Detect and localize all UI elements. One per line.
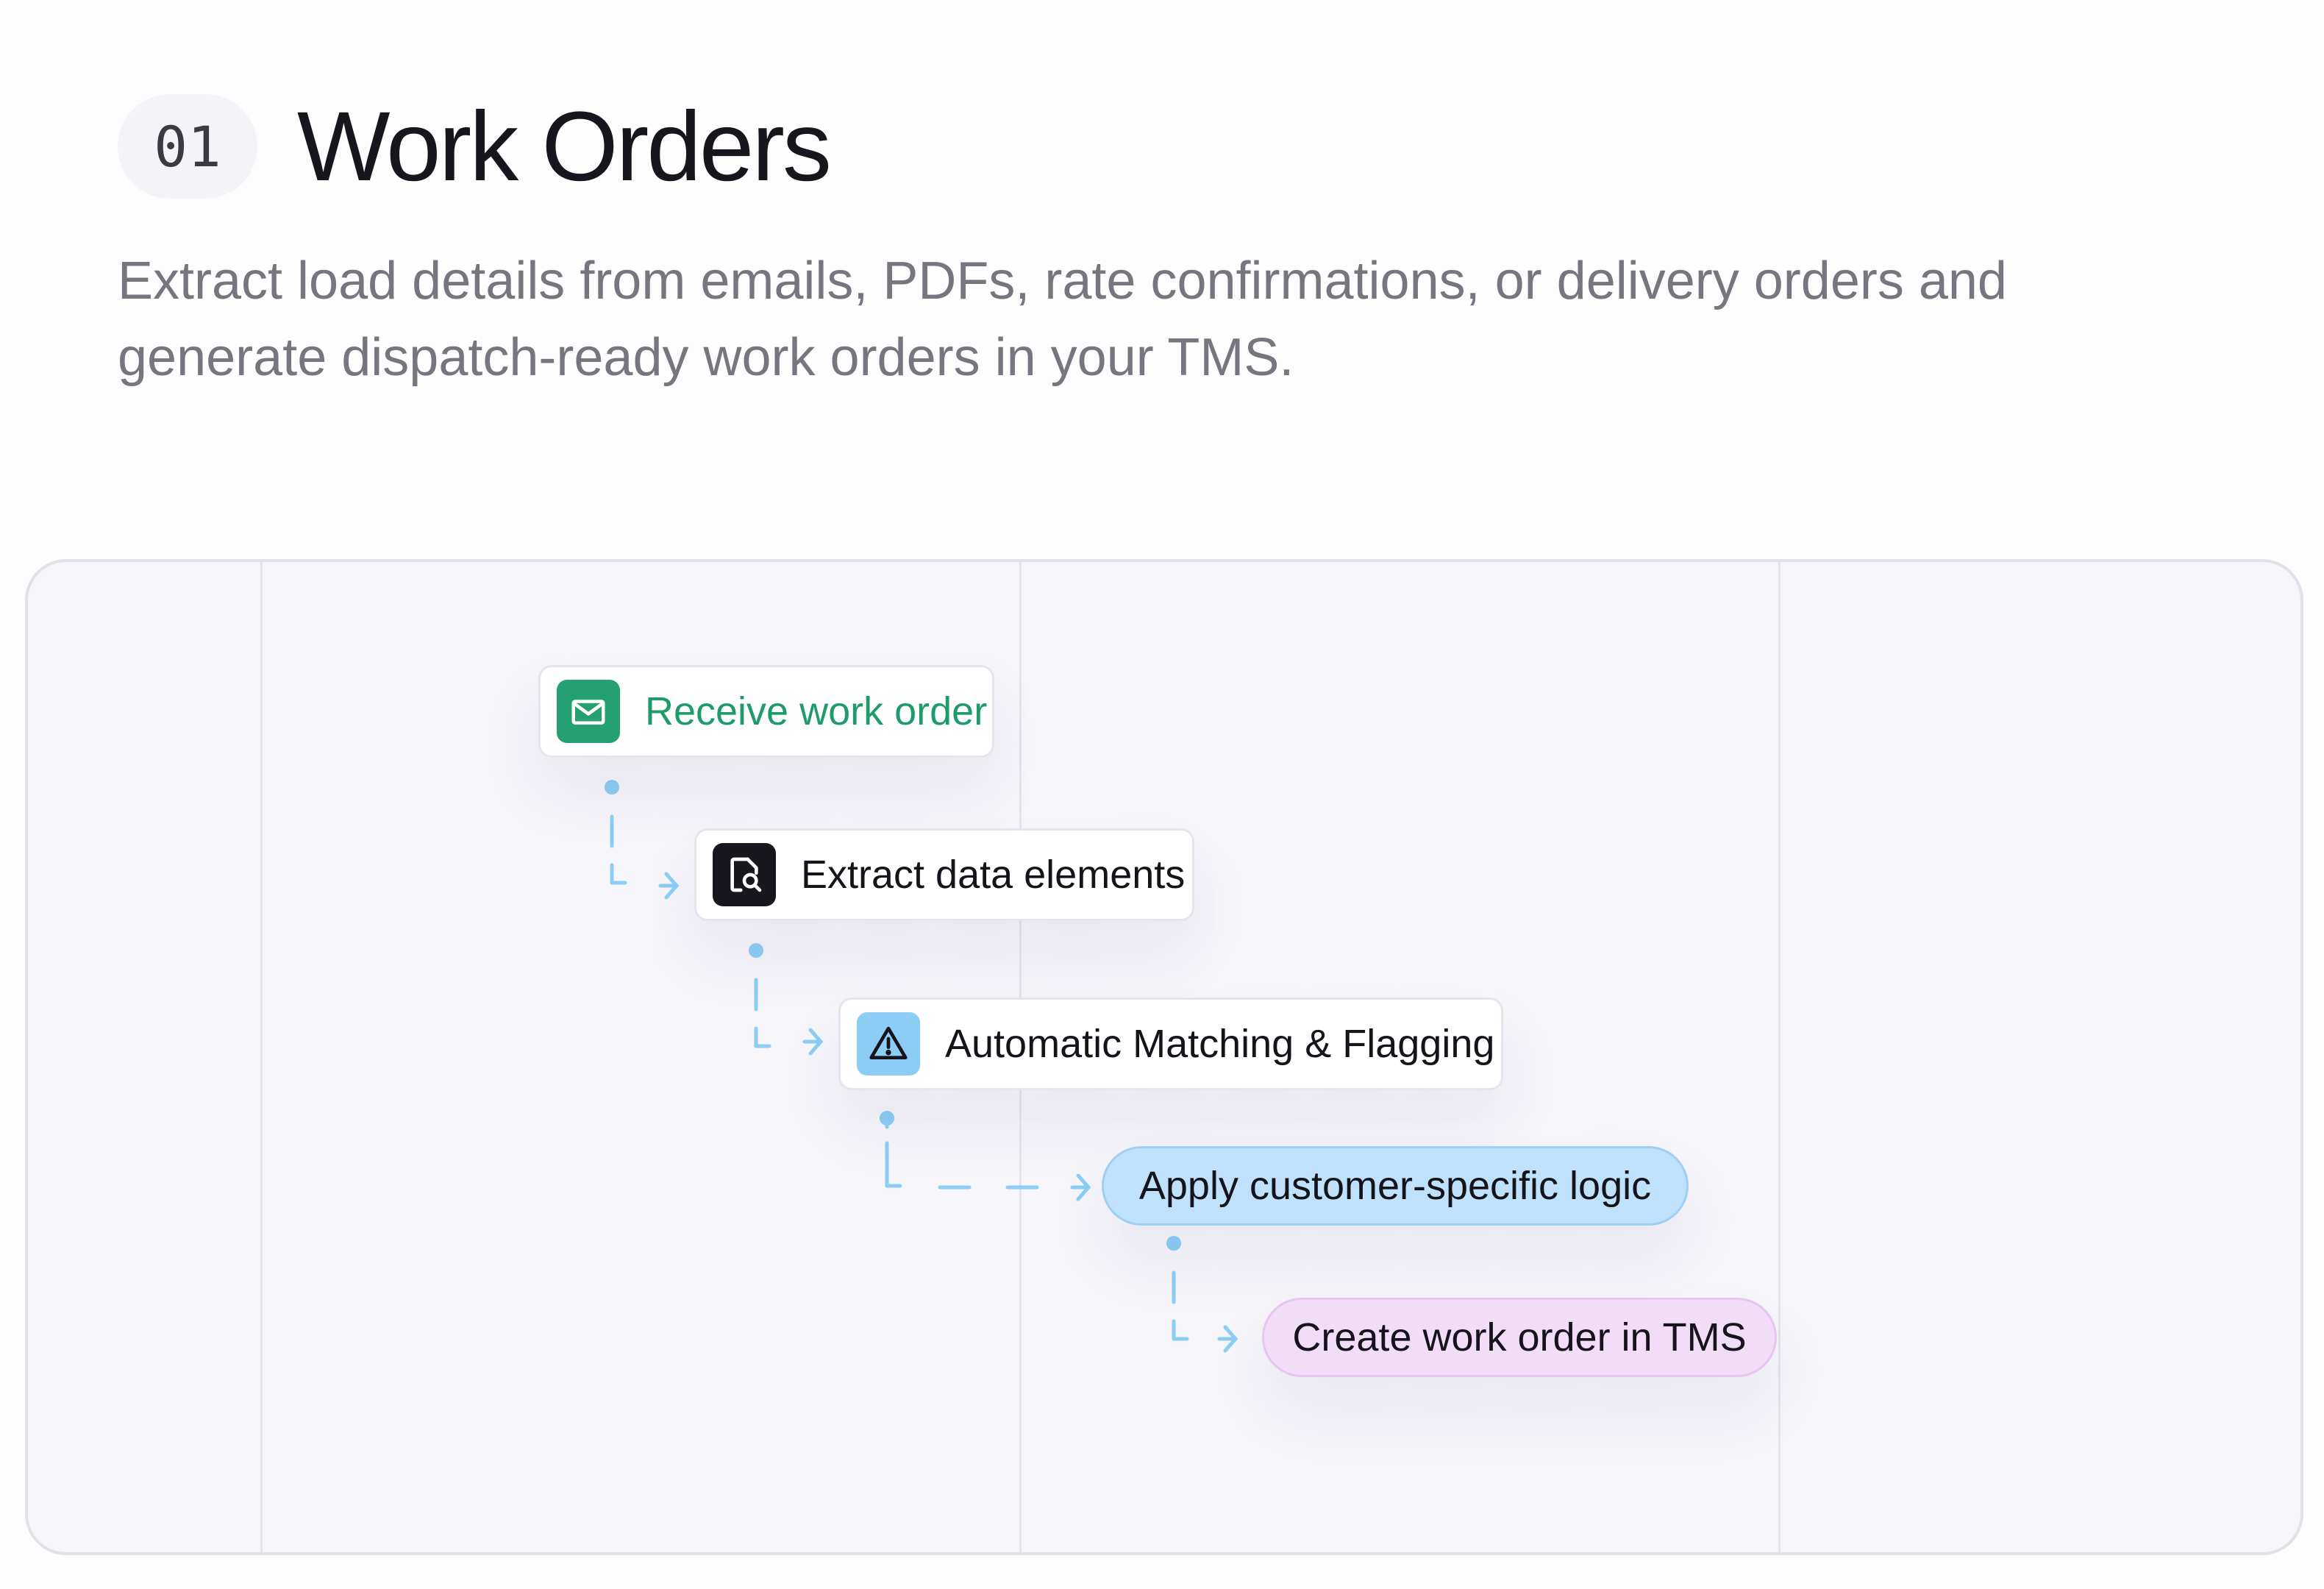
connector-arrow [664, 872, 680, 900]
connector-line [885, 1117, 1089, 1190]
step-automatic-matching-flagging[interactable]: Automatic Matching & Flagging [838, 998, 1503, 1090]
connector-dot [605, 780, 619, 794]
connector-arrow [1076, 1173, 1091, 1201]
step-apply-customer-logic[interactable]: Apply customer-specific logic [1102, 1146, 1689, 1226]
section-number-badge: 01 [118, 94, 257, 199]
step-extract-data-elements[interactable]: Extract data elements [694, 828, 1194, 921]
connector-arrow [1223, 1325, 1238, 1353]
connector-line [754, 978, 821, 1048]
connector-dot [1166, 1236, 1181, 1251]
step-receive-work-order[interactable]: Receive work order [538, 665, 994, 758]
step-label: Receive work order [645, 689, 988, 733]
connector-line [1172, 1270, 1236, 1341]
workflow-panel: Receive work order Extract data elements… [25, 559, 2303, 1555]
connector-dot [880, 1111, 894, 1126]
step-label: Automatic Matching & Flagging [945, 1022, 1495, 1066]
step-label: Apply customer-specific logic [1138, 1164, 1652, 1208]
mail-icon [557, 680, 620, 743]
connector-line [610, 814, 677, 888]
grid-divider [260, 562, 263, 1552]
page-title: Work Orders [297, 92, 832, 202]
workflow-connectors [605, 780, 1238, 1353]
document-search-icon [713, 843, 776, 906]
warning-icon [857, 1012, 920, 1076]
step-label: Create work order in TMS [1292, 1315, 1747, 1359]
step-create-work-order-tms[interactable]: Create work order in TMS [1262, 1298, 1777, 1377]
connector-arrow [808, 1028, 824, 1056]
step-label: Extract data elements [801, 853, 1186, 897]
connector-dot [749, 943, 763, 958]
grid-divider [1778, 562, 1781, 1552]
page-description: Extract load details from emails, PDFs, … [118, 252, 2007, 387]
